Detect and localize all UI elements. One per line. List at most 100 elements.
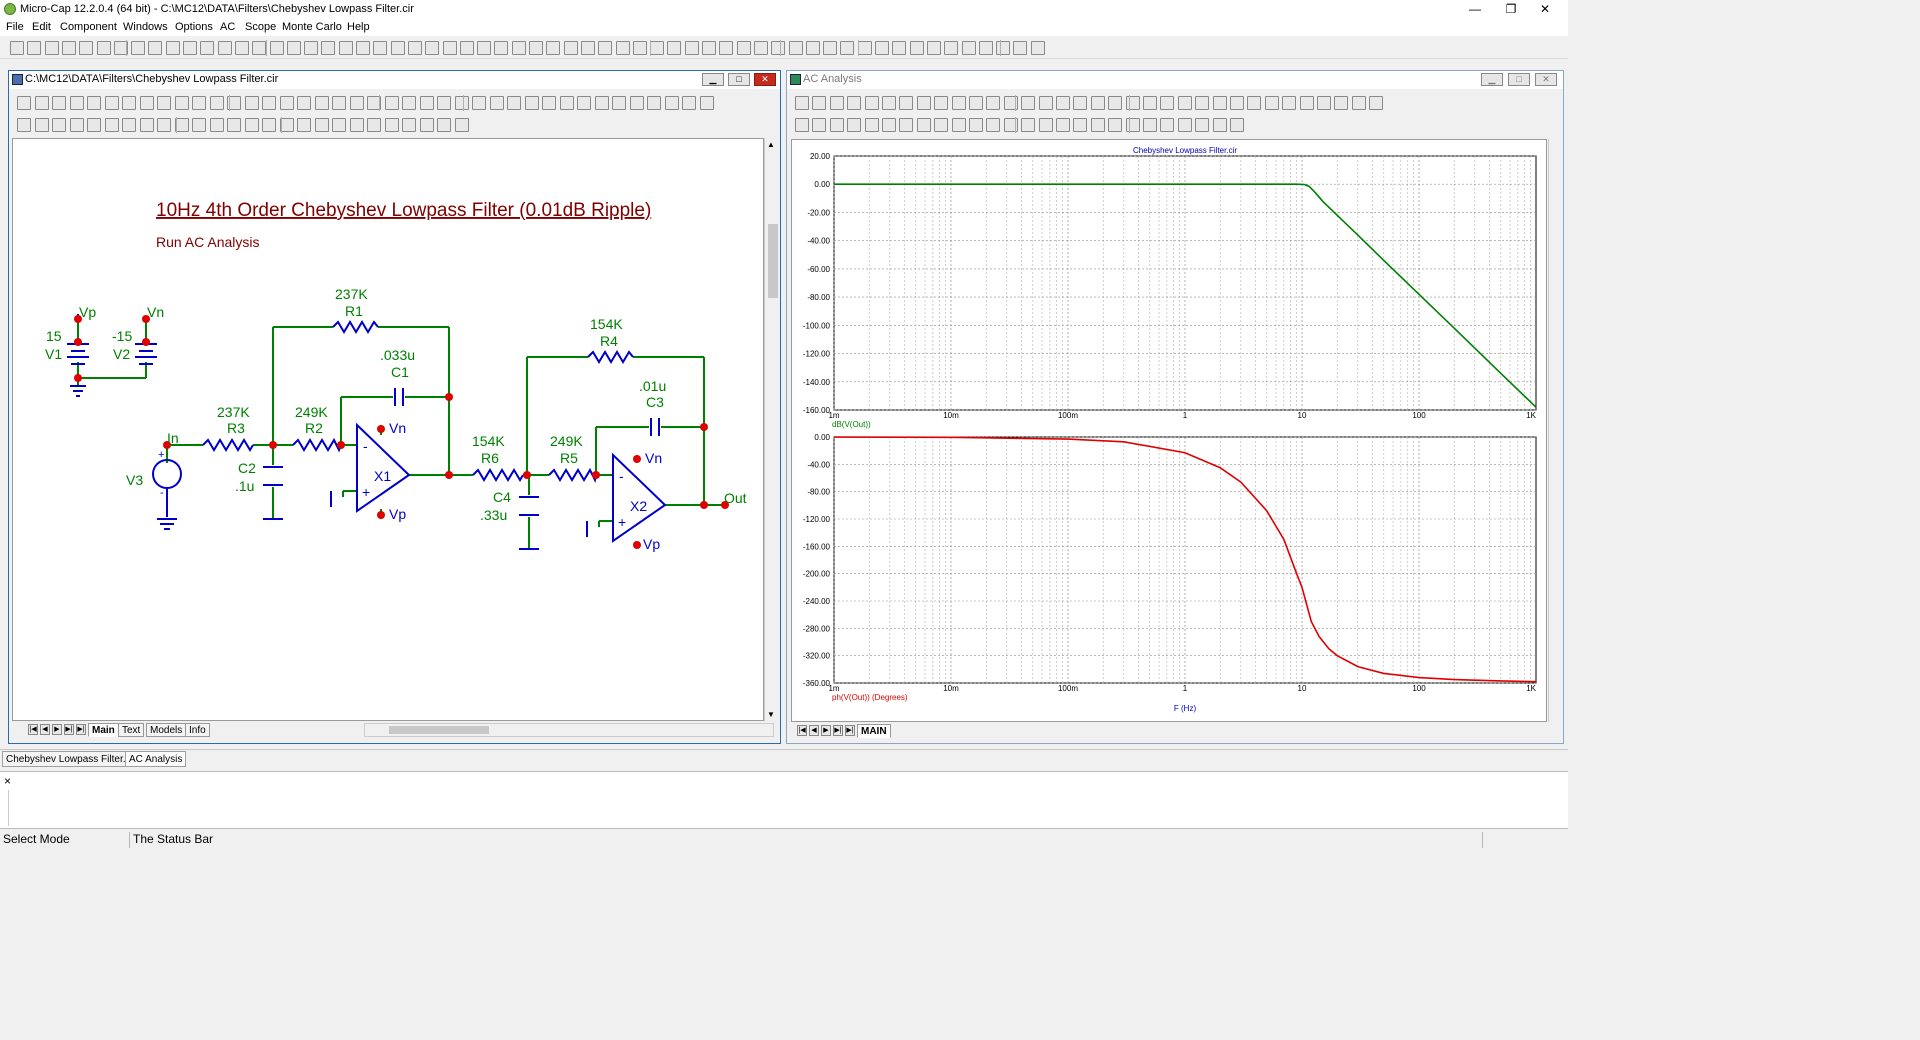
tool-button-icon[interactable] [795,96,809,110]
tool-button-icon[interactable] [812,118,827,132]
tool-button-icon[interactable] [857,41,872,55]
tool-button-icon[interactable] [217,41,232,55]
tool-button-icon[interactable] [1195,118,1210,132]
tool-button-icon[interactable] [961,41,976,55]
tool-button-icon[interactable] [1282,96,1297,110]
tab-info[interactable]: Info [185,723,210,737]
menu-scope[interactable]: Scope [245,21,277,33]
tool-button-icon[interactable] [612,96,626,110]
tool-button-icon[interactable] [1125,118,1140,132]
schematic-minimize-button[interactable]: ▁ [702,73,724,86]
tool-button-icon[interactable] [812,96,827,110]
tab-main-analysis[interactable]: MAIN [857,724,891,738]
tab-prev-icon[interactable]: ◀ [40,724,50,735]
schematic-close-button[interactable]: ✕ [754,73,776,86]
analysis-tab-prev-icon[interactable]: ◀ [809,725,819,736]
analysis-tab-last-icon[interactable]: ▶| [833,725,843,736]
menu-options[interactable]: Options [175,21,213,33]
tab-main[interactable]: Main [88,723,119,737]
tab-text[interactable]: Text [118,723,145,737]
tool-button-icon[interactable] [321,41,336,55]
tool-button-icon[interactable] [684,41,699,55]
tool-button-icon[interactable] [1369,96,1384,110]
tab-first-icon[interactable]: |◀ [28,724,38,735]
tool-button-icon[interactable] [200,41,215,55]
menu-monte-carlo[interactable]: Monte Carlo [282,21,342,33]
tool-button-icon[interactable] [1299,96,1314,110]
tool-button-icon[interactable] [529,41,543,55]
tool-button-icon[interactable] [122,118,136,132]
tool-button-icon[interactable] [148,41,163,55]
tool-button-icon[interactable] [1212,118,1227,132]
tool-button-icon[interactable] [17,118,31,132]
tool-button-icon[interactable] [875,41,889,55]
tool-button-icon[interactable] [1108,96,1123,110]
tool-button-icon[interactable] [882,118,896,132]
tool-button-icon[interactable] [157,118,171,132]
menu-ac[interactable]: AC [220,21,236,33]
tool-button-icon[interactable] [795,118,809,132]
tool-button-icon[interactable] [1195,96,1210,110]
tool-button-icon[interactable] [314,96,329,110]
tool-button-icon[interactable] [1230,118,1244,132]
analysis-vertical-scrollbar[interactable] [1548,139,1562,722]
tool-button-icon[interactable] [864,96,879,110]
run-ac-analysis-link[interactable]: Run AC Analysis [156,234,260,250]
menu-windows[interactable]: Windows [123,21,168,33]
tool-button-icon[interactable] [262,96,276,110]
schematic-canvas[interactable]: 10Hz 4th Order Chebyshev Lowpass Filter … [12,138,764,721]
tool-button-icon[interactable] [736,41,751,55]
tool-button-icon[interactable] [61,41,76,55]
schematic-maximize-button[interactable]: □ [728,73,750,86]
tool-button-icon[interactable] [79,41,94,55]
tool-button-icon[interactable] [442,41,457,55]
tool-button-icon[interactable] [986,96,1001,110]
analysis-tab-next-icon[interactable]: ▶ [821,725,831,736]
tool-button-icon[interactable] [719,41,734,55]
tool-button-icon[interactable] [559,96,574,110]
tool-button-icon[interactable] [304,41,319,55]
tool-button-icon[interactable] [384,96,399,110]
tool-button-icon[interactable] [1212,96,1227,110]
tool-button-icon[interactable] [771,41,786,55]
doc-tab-ac-analysis[interactable]: AC Analysis [125,751,187,767]
tool-button-icon[interactable] [69,96,84,110]
menu-help[interactable]: Help [347,21,370,33]
schematic-scroll-thumb[interactable] [768,224,778,298]
tool-button-icon[interactable] [986,118,1001,132]
tool-button-icon[interactable] [629,96,644,110]
tool-button-icon[interactable] [1160,118,1175,132]
tool-button-icon[interactable] [113,41,128,55]
tool-button-icon[interactable] [234,41,249,55]
tool-button-icon[interactable] [647,96,661,110]
tool-button-icon[interactable] [165,41,180,55]
tool-button-icon[interactable] [1030,41,1045,55]
schematic-vertical-scrollbar[interactable]: ▲ ▼ [764,138,780,721]
tool-button-icon[interactable] [373,41,388,55]
tool-button-icon[interactable] [926,41,941,55]
tool-button-icon[interactable] [244,118,259,132]
tool-button-icon[interactable] [1143,96,1157,110]
tool-button-icon[interactable] [34,118,49,132]
scroll-down-arrow-icon[interactable]: ▼ [767,710,775,719]
tool-button-icon[interactable] [951,118,966,132]
tool-button-icon[interactable] [419,96,434,110]
tool-button-icon[interactable] [297,96,311,110]
tab-models[interactable]: Models [146,723,187,737]
tool-button-icon[interactable] [699,96,714,110]
tool-button-icon[interactable] [1177,118,1192,132]
tool-button-icon[interactable] [1090,118,1105,132]
tool-button-icon[interactable] [390,41,405,55]
tool-button-icon[interactable] [139,96,154,110]
tool-button-icon[interactable] [829,96,844,110]
tool-button-icon[interactable] [1003,96,1018,110]
tool-button-icon[interactable] [157,96,171,110]
tool-button-icon[interactable] [494,41,509,55]
tool-button-icon[interactable] [384,118,399,132]
tool-button-icon[interactable] [1038,118,1053,132]
tool-button-icon[interactable] [332,118,346,132]
tool-button-icon[interactable] [788,41,803,55]
tool-button-icon[interactable] [1334,96,1349,110]
tool-button-icon[interactable] [356,41,370,55]
